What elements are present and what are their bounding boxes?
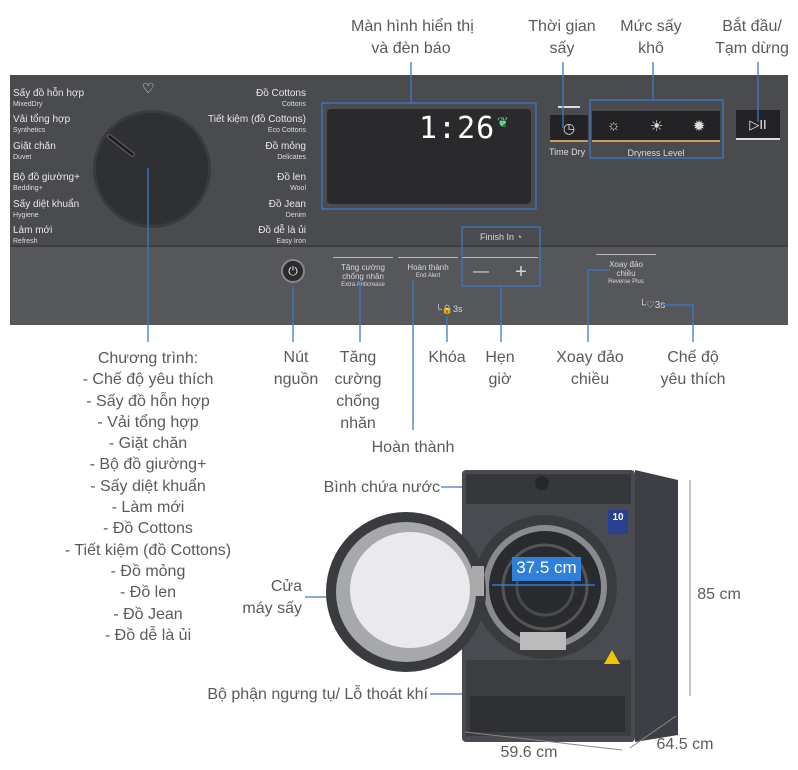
- dryness-level-text: Dryness Level: [627, 148, 685, 158]
- program-list-item: - Đồ mỏng: [110, 562, 186, 580]
- program-list-item: - Chế độ yêu thích: [82, 371, 214, 389]
- label-line: và đèn báo: [371, 40, 451, 57]
- favorite-heart-icon: ♡: [142, 80, 155, 96]
- end-alert-label: Hoàn thành: [371, 439, 455, 456]
- program-list-item: - Giặt chăn: [108, 435, 188, 453]
- program-dial[interactable]: [96, 113, 208, 225]
- drum-diameter-label: 37.5 cm: [516, 558, 577, 577]
- label-line: sấy: [549, 40, 575, 57]
- dryness-low-icon[interactable]: ☼: [606, 117, 621, 134]
- height-label: 85 cm: [697, 586, 741, 603]
- start-pause-label: Bắt đầu/Tạm dừng: [702, 16, 798, 60]
- program-list-item: - Vải tổng hợp: [97, 413, 199, 431]
- program-list-item: - Đồ Cottons: [103, 520, 193, 538]
- child-lock-hint: └🔒3s: [435, 304, 463, 314]
- energy-badge: 10: [612, 512, 624, 523]
- display-label: Màn hình hiển thị và đèn báo: [351, 16, 474, 60]
- program-list-item: - Làm mới: [111, 499, 185, 517]
- program-list-item: - Đồ Jean: [113, 605, 183, 623]
- time-dry-label: Thời gian sấy: [512, 16, 612, 60]
- dryness-high-icon[interactable]: ✹: [692, 117, 706, 135]
- dryness-medium-icon[interactable]: ☀: [649, 117, 664, 135]
- program-list-item: - Tiết kiệm (đồ Cottons): [64, 541, 232, 559]
- time-dry-button[interactable]: ◷: [550, 115, 588, 142]
- heart-icon: └♡: [638, 300, 655, 311]
- display-time: 1:26: [419, 111, 496, 146]
- water-tank-label: Bình chứa nước: [323, 479, 440, 496]
- power-button[interactable]: ⏻: [281, 259, 305, 283]
- clock-icon: ◔: [516, 232, 522, 242]
- dryness-label: Mức sấy khô: [601, 16, 701, 60]
- dryer-illustration: [326, 470, 691, 751]
- lock-label: Khóa: [428, 349, 466, 366]
- label-line: Thời gian: [528, 18, 596, 35]
- depth-label: 64.5 cm: [656, 736, 714, 753]
- eco-leaf-icon: ❦: [497, 114, 509, 130]
- program-bedding[interactable]: Bộ đồ giường+Bedding+: [13, 172, 80, 192]
- program-list: Chương trình: - Chế độ yêu thích - Sấy đồ…: [40, 348, 256, 646]
- program-list-item: - Đồ dễ là ủi: [104, 626, 192, 644]
- time-dry-text: Time Dry: [549, 147, 586, 157]
- program-list-item: - Đồ len: [119, 584, 177, 602]
- button-strip: [10, 245, 788, 325]
- program-eco-cottons[interactable]: Tiết kiệm (đồ Cottons)Eco Cottons: [208, 114, 306, 134]
- finish-in-text: Finish In ◔: [480, 232, 522, 242]
- time-dry-led: [558, 106, 580, 108]
- condenser-label: Bộ phận ngưng tụ/ Lỗ thoát khí: [207, 686, 428, 703]
- lock-icon: └🔒: [435, 304, 454, 314]
- display-screen: 1:26 ❦: [327, 109, 531, 204]
- label-line: khô: [638, 40, 664, 57]
- label-line: Bắt đầu/: [722, 18, 782, 35]
- timer-plus-button[interactable]: +: [515, 261, 527, 283]
- program-list-item: - Sấy đồ hỗn hợp: [86, 392, 210, 410]
- favorite-hint: └♡3s: [638, 300, 666, 311]
- label-line: Tạm dừng: [715, 40, 789, 57]
- program-list-title: Chương trình:: [97, 350, 199, 367]
- program-list-item: - Bộ đồ giường+: [89, 456, 207, 474]
- width-label: 59.6 cm: [500, 744, 558, 761]
- label-line: Màn hình hiển thị: [351, 18, 474, 35]
- program-list-item: - Sấy diệt khuẩn: [90, 477, 206, 495]
- dryness-buttons: ☼ ☀ ✹: [592, 111, 720, 142]
- label-line: Mức sấy: [620, 18, 682, 35]
- timer-minus-button[interactable]: —: [473, 263, 489, 280]
